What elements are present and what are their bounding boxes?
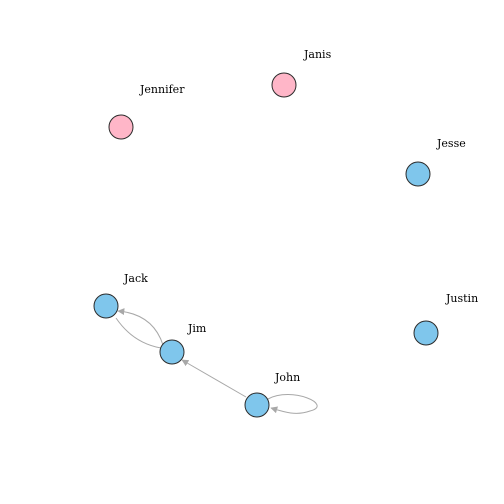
node-jesse-circle bbox=[405, 161, 431, 187]
edge-john-to-jim bbox=[181, 359, 247, 398]
node-janis[interactable]: Janis bbox=[271, 48, 332, 98]
node-jim[interactable]: Jim bbox=[159, 322, 207, 365]
node-jennifer[interactable]: Jennifer bbox=[108, 83, 185, 140]
node-jack-circle bbox=[93, 293, 119, 319]
node-justin[interactable]: Justin bbox=[413, 292, 478, 346]
node-jim-circle bbox=[159, 339, 185, 365]
node-janis-label: Janis bbox=[303, 48, 332, 61]
node-john[interactable]: John bbox=[244, 371, 300, 418]
node-jack-label: Jack bbox=[123, 272, 148, 285]
node-john-label: John bbox=[274, 371, 300, 384]
node-justin-circle bbox=[413, 320, 439, 346]
nodes-layer: Janis Jennifer Jesse Jack Jim Justin Joh… bbox=[93, 48, 478, 418]
edge-jack-to-jim bbox=[115, 317, 162, 349]
node-jim-label: Jim bbox=[187, 322, 207, 335]
edge-jim-to-jack bbox=[117, 308, 164, 346]
node-jennifer-label: Jennifer bbox=[139, 83, 185, 96]
node-jack[interactable]: Jack bbox=[93, 272, 148, 319]
edges-layer bbox=[115, 308, 318, 414]
edge-john-self-loop bbox=[267, 394, 318, 414]
node-janis-circle bbox=[271, 72, 297, 98]
node-john-circle bbox=[244, 392, 270, 418]
node-jesse[interactable]: Jesse bbox=[405, 137, 466, 187]
node-justin-label: Justin bbox=[445, 292, 478, 305]
node-jesse-label: Jesse bbox=[436, 137, 466, 150]
node-jennifer-circle bbox=[108, 114, 134, 140]
